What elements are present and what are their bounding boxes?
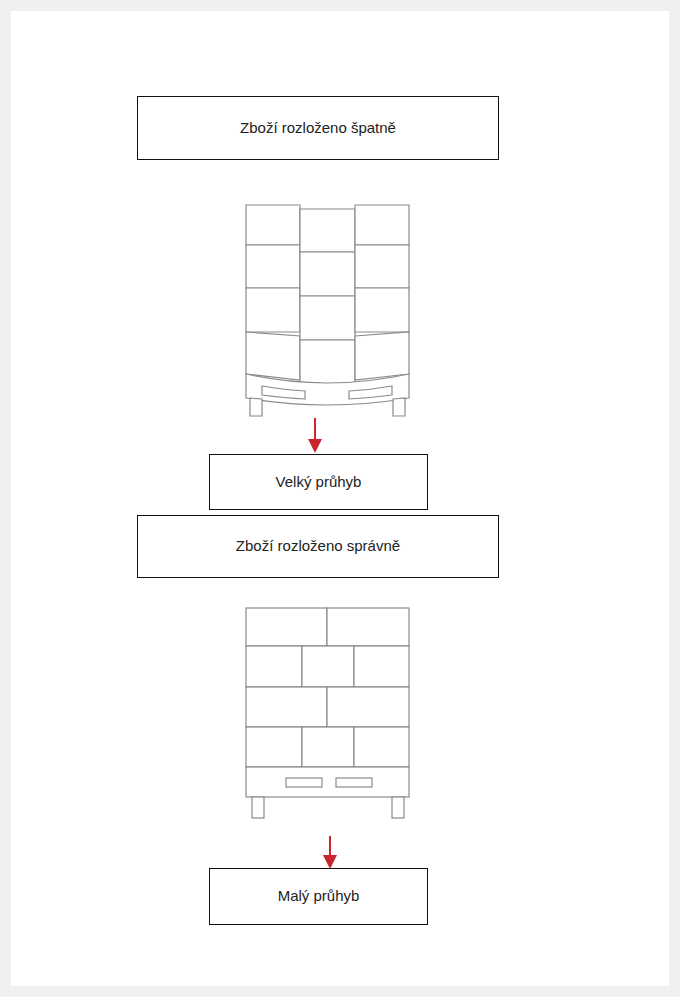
bad-pallet xyxy=(246,205,409,416)
box-label: Velký průhyb xyxy=(276,473,362,492)
result-box: Malý průhyb xyxy=(209,868,428,925)
red-arrow xyxy=(314,418,316,446)
box-label: Zboží rozloženo správně xyxy=(236,537,400,556)
box-label: Malý průhyb xyxy=(278,887,360,906)
box-label: Zboží rozloženo špatně xyxy=(240,119,396,138)
heading-box: Zboží rozloženo špatně xyxy=(137,96,499,160)
good-pallet xyxy=(246,608,409,818)
red-arrow xyxy=(329,836,331,862)
result-box: Velký průhyb xyxy=(209,454,428,510)
heading-box: Zboží rozloženo správně xyxy=(137,515,499,578)
